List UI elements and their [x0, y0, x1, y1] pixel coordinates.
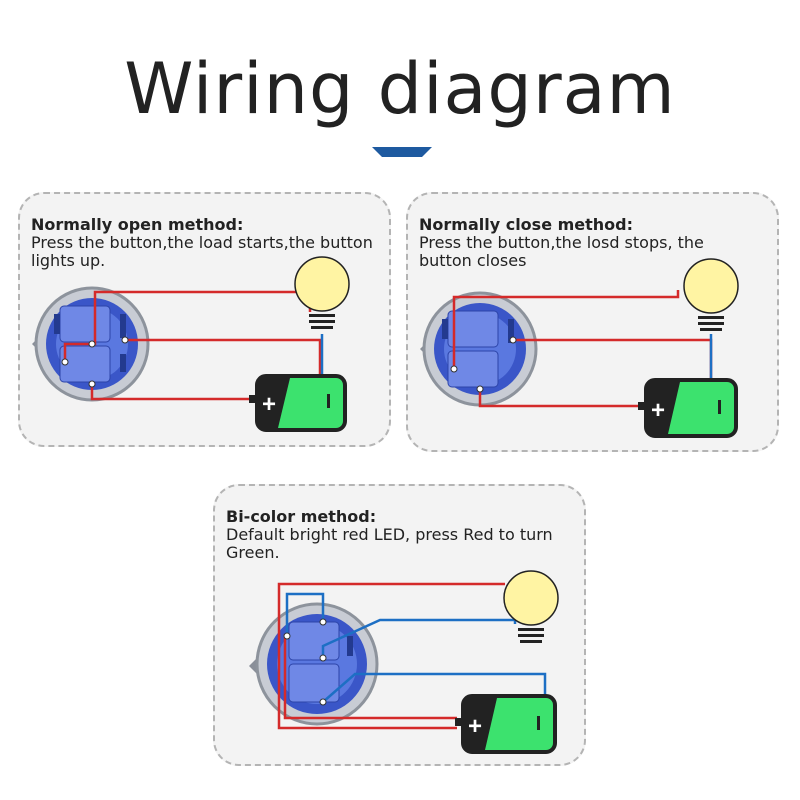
wiring-schematic: + — [32, 256, 350, 432]
panel-description-2: button closes — [419, 251, 527, 270]
button-switch-icon — [420, 291, 538, 407]
page-title: Wiring diagram — [124, 48, 676, 130]
panel-normally-close: Normally close method: Press the button,… — [406, 192, 779, 452]
panel-normally-open: Normally open method: Press the button,t… — [18, 192, 391, 447]
panel-text: Normally close method: Press the button,… — [419, 216, 704, 270]
panel-text: Bi-color method: Default bright red LED,… — [226, 508, 553, 562]
title-accent-bar — [372, 147, 432, 157]
battery-icon: + — [249, 374, 347, 432]
panel-description: Press the button,the losd stops, the — [419, 233, 704, 252]
button-switch-icon — [249, 602, 379, 726]
wiring-schematic: + — [420, 258, 739, 438]
panel-heading: Normally open method: — [31, 215, 244, 234]
light-bulb-icon — [503, 570, 559, 643]
panel-heading: Normally close method: — [419, 215, 634, 234]
svg-text:+: + — [651, 397, 665, 424]
svg-text:+: + — [262, 391, 276, 418]
panel-description: Press the button,the load starts,the but… — [31, 233, 373, 252]
panel-description-2: Green. — [226, 543, 280, 562]
svg-text:+: + — [468, 713, 482, 740]
panel-description: Default bright red LED, press Red to tur… — [226, 525, 553, 544]
wiring-schematic: + — [249, 570, 559, 754]
light-bulb-icon — [683, 258, 739, 331]
panel-heading: Bi-color method: — [226, 507, 377, 526]
battery-icon: + — [455, 694, 557, 754]
light-bulb-icon — [294, 256, 350, 329]
battery-icon: + — [638, 378, 738, 438]
panel-text: Normally open method: Press the button,t… — [31, 216, 373, 270]
panel-description-2: lights up. — [31, 251, 106, 270]
panel-bi-color: Bi-color method: Default bright red LED,… — [213, 484, 586, 766]
